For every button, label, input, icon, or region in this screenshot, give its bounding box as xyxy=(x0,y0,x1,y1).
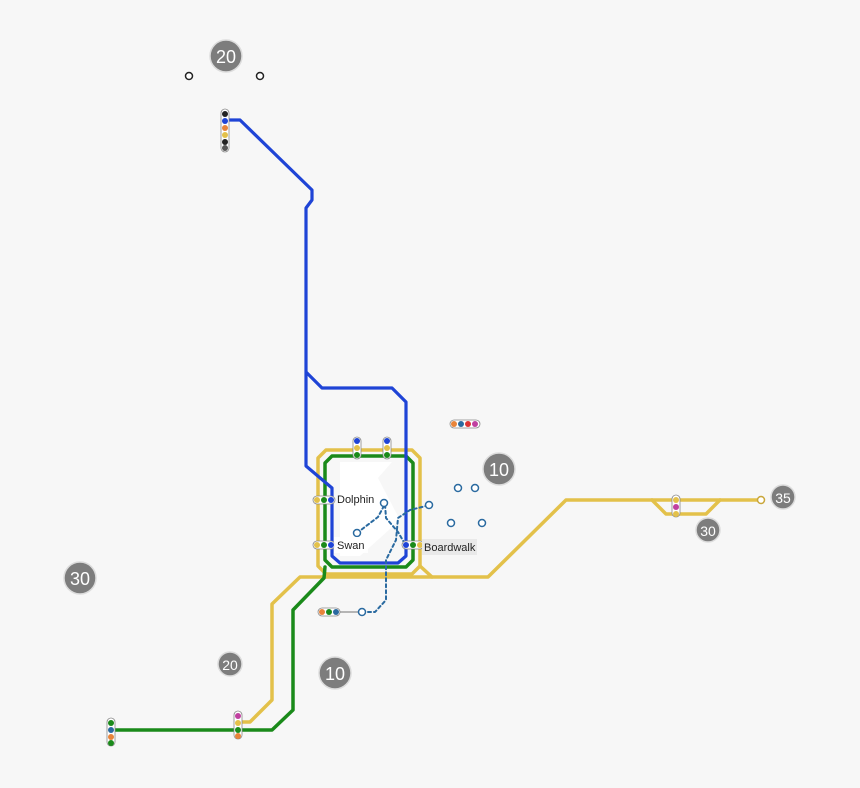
stop-central[interactable] xyxy=(379,498,389,508)
zone-badge-30-west: 30 xyxy=(63,561,97,595)
yellow-line-loop-south-west[interactable] xyxy=(650,498,722,516)
green-line-loop[interactable] xyxy=(323,454,415,569)
stop-east-b[interactable] xyxy=(470,483,480,493)
station-north-terminus[interactable] xyxy=(220,108,230,153)
station-southwest-a[interactable] xyxy=(106,717,116,747)
zone-badge-label: 20 xyxy=(222,657,238,673)
stop-central-east[interactable] xyxy=(424,500,434,510)
zone-badge-30-east: 30 xyxy=(695,517,721,543)
dashed-line-b[interactable] xyxy=(361,504,431,613)
stop-east-a[interactable] xyxy=(453,483,463,493)
station-east-cluster[interactable] xyxy=(449,419,481,429)
yellow-line-branch-east[interactable] xyxy=(418,564,434,579)
zone-badge-label: 30 xyxy=(70,569,90,589)
station-label-swan: Swan xyxy=(337,540,365,552)
station-label-bg-swan xyxy=(334,537,368,553)
stop-east-d[interactable] xyxy=(477,518,487,528)
station-south-connector[interactable] xyxy=(317,607,341,617)
zone-badge-label: 35 xyxy=(775,490,791,506)
zone-badge-label: 20 xyxy=(216,47,236,67)
stop-top-right[interactable] xyxy=(255,71,265,81)
zone-badge-20-top: 20 xyxy=(209,39,243,73)
zone-badge-20-southwest: 20 xyxy=(217,651,243,677)
zone-badge-label: 10 xyxy=(489,460,509,480)
yellow-line-main[interactable] xyxy=(236,498,762,724)
stop-top-left[interactable] xyxy=(184,71,194,81)
stop-east-c[interactable] xyxy=(446,518,456,528)
station-label-bg-boardwalk xyxy=(422,539,477,555)
blue-line[interactable] xyxy=(223,118,408,565)
stop-east-terminus[interactable] xyxy=(756,495,766,505)
station-label-dolphin: Dolphin xyxy=(337,494,374,506)
yellow-line-loop[interactable] xyxy=(316,448,422,576)
station-loop-north-b[interactable] xyxy=(382,436,392,460)
zone-badge-10-south: 10 xyxy=(318,656,352,690)
zone-badge-label: 10 xyxy=(325,664,345,684)
station-southwest-b[interactable] xyxy=(233,710,243,740)
station-boardwalk[interactable] xyxy=(401,540,425,550)
zone-badge-35-east: 35 xyxy=(770,484,796,510)
zone-badge-label: 30 xyxy=(700,523,716,539)
station-loop-north-a[interactable] xyxy=(352,436,362,460)
single-stops xyxy=(184,71,766,617)
station-label-boardwalk: Boardwalk xyxy=(424,542,476,554)
stop-south-dashed[interactable] xyxy=(357,607,367,617)
station-swan[interactable] xyxy=(312,540,336,550)
stop-swan-east[interactable] xyxy=(352,528,362,538)
dashed-line-a[interactable] xyxy=(356,503,406,545)
station-east-yellow[interactable] xyxy=(671,494,681,518)
green-line-main[interactable] xyxy=(109,565,327,732)
zone-badge-10-east: 10 xyxy=(482,452,516,486)
station-dolphin[interactable] xyxy=(312,495,336,505)
